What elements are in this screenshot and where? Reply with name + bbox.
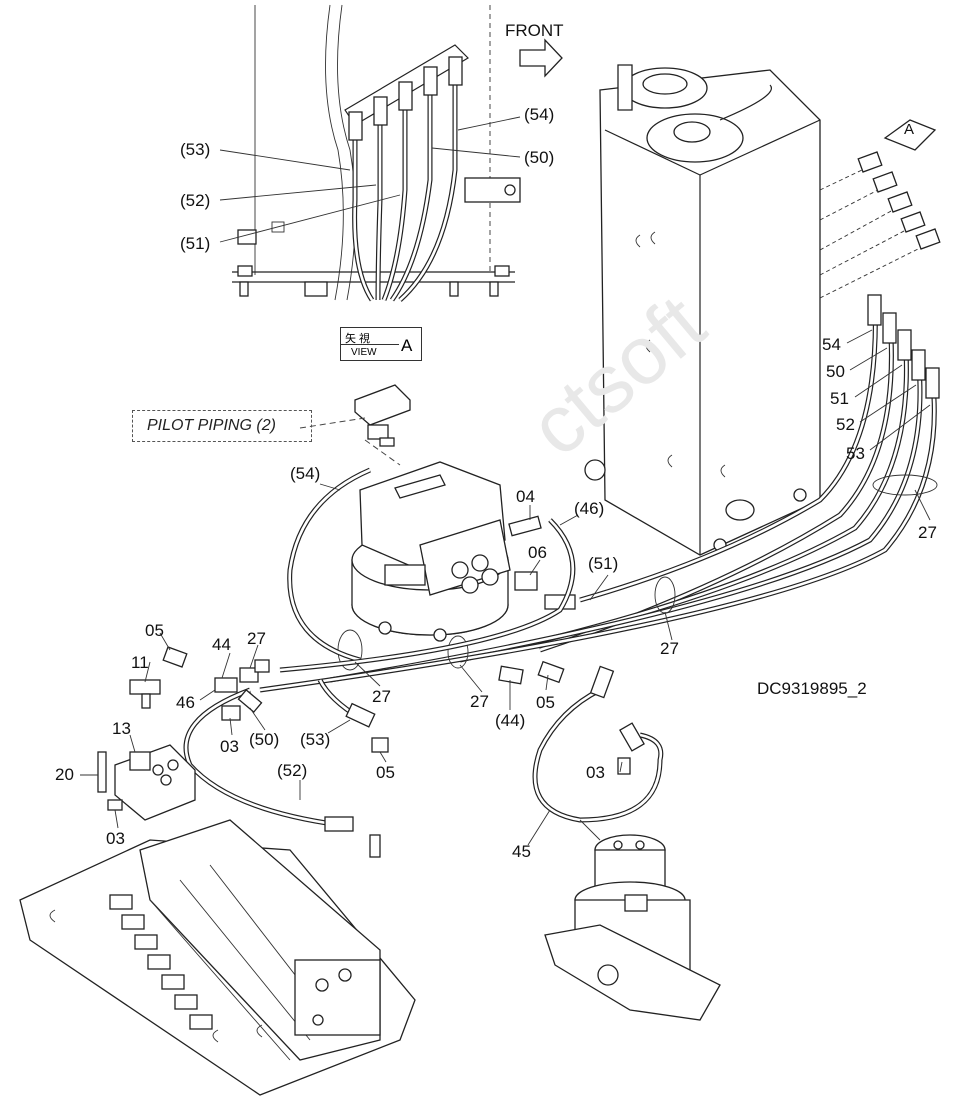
front-arrow-icon: [519, 38, 563, 78]
callout: 05: [376, 763, 395, 782]
callout: 50: [826, 362, 845, 381]
callout: 05: [145, 621, 164, 640]
callout: 03: [220, 737, 239, 756]
callout: (53): [180, 140, 211, 159]
swivel-joint: [532, 665, 721, 1021]
leader-lines: [80, 329, 931, 846]
control-valve: [19, 819, 416, 1096]
callout: 27: [470, 692, 489, 711]
callout: 03: [586, 763, 605, 782]
callout: 27: [372, 687, 391, 706]
pilot-valve: [299, 384, 411, 466]
callout: (50): [524, 148, 555, 167]
view-kanji: 矢 視: [345, 333, 371, 345]
valve-block-13: [97, 744, 196, 821]
callout: 11: [131, 653, 149, 672]
callout: 06: [528, 543, 547, 562]
callout: 05: [536, 693, 555, 712]
view-a-tag: 矢 視 VIEW A: [340, 327, 422, 361]
callout: (54): [524, 105, 555, 124]
callout: 44: [212, 635, 231, 654]
callout: (54): [290, 464, 321, 483]
callout: 52: [836, 415, 855, 434]
front-label: FRONT: [505, 21, 564, 40]
callout: (51): [588, 554, 619, 573]
elbow-fitting-05: [162, 646, 188, 668]
callout: (52): [277, 761, 308, 780]
callout: (52): [180, 191, 211, 210]
callout: (44): [495, 711, 526, 730]
callout: (51): [180, 234, 211, 253]
callout: 45: [512, 842, 531, 861]
view-a-inset: [219, 4, 521, 302]
view-a-arrow-label: A: [904, 121, 915, 138]
view-en: VIEW: [351, 347, 377, 358]
callout: 27: [247, 629, 266, 648]
callout: 03: [106, 829, 125, 848]
hydraulic-tank: [584, 64, 941, 556]
callout: 27: [918, 523, 937, 542]
callout: 27: [660, 639, 679, 658]
tee-fitting-11: [129, 679, 161, 695]
callout: (53): [300, 730, 331, 749]
callout: 46: [176, 693, 195, 712]
callout: (50): [249, 730, 280, 749]
drawing-id: DC9319895_2: [757, 679, 867, 698]
hose-bundle: [259, 294, 940, 693]
callout: 13: [112, 719, 131, 738]
callout: 53: [846, 444, 865, 463]
view-a-arrow-icon: [883, 119, 937, 151]
callout: 04: [516, 487, 535, 506]
view-letter: A: [401, 336, 413, 355]
pilot-piping-label: PILOT PIPING (2): [132, 410, 312, 442]
callout: 54: [822, 335, 841, 354]
callout: (46): [574, 499, 605, 518]
callout: 20: [55, 765, 74, 784]
callout: 51: [830, 389, 849, 408]
